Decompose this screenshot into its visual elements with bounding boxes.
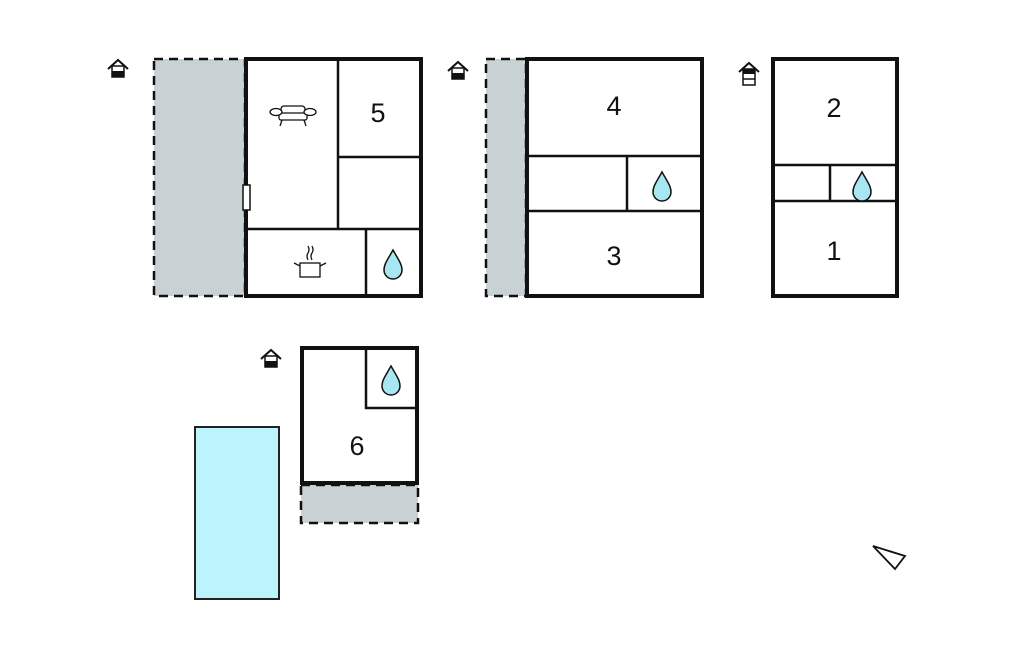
room-label: 4: [606, 91, 621, 121]
cooking-pot-icon: [293, 245, 327, 278]
terrace: [484, 57, 528, 298]
building-d: 6: [260, 346, 420, 525]
room-label: 5: [370, 98, 385, 128]
terrace: [299, 483, 420, 525]
door: [242, 184, 251, 211]
house-entrance-icon: [447, 61, 469, 80]
sofa-icon: [269, 105, 317, 127]
room-label: 2: [826, 93, 841, 123]
house-entrance-icon: [260, 349, 282, 368]
water-drop-icon: [852, 171, 872, 202]
water-drop-icon: [381, 365, 401, 396]
building-c: 2 1: [738, 57, 899, 298]
water-drop-icon: [383, 249, 403, 280]
water-drop-icon: [652, 171, 672, 202]
house-entrance-icon: [107, 59, 129, 78]
north-arrow-icon: [872, 545, 907, 571]
room-label: 3: [606, 241, 621, 271]
outer-wall: [244, 57, 423, 298]
terrace: [152, 57, 247, 298]
room-label: 6: [349, 431, 364, 461]
building-a: 5: [107, 57, 423, 298]
building-b: 4 3: [447, 57, 704, 298]
outer-wall: [771, 57, 899, 298]
outer-wall: [525, 57, 704, 298]
outer-wall: [300, 346, 419, 485]
house-entrance-icon: [738, 61, 760, 86]
swimming-pool: [194, 426, 280, 600]
room-label: 1: [826, 236, 841, 266]
